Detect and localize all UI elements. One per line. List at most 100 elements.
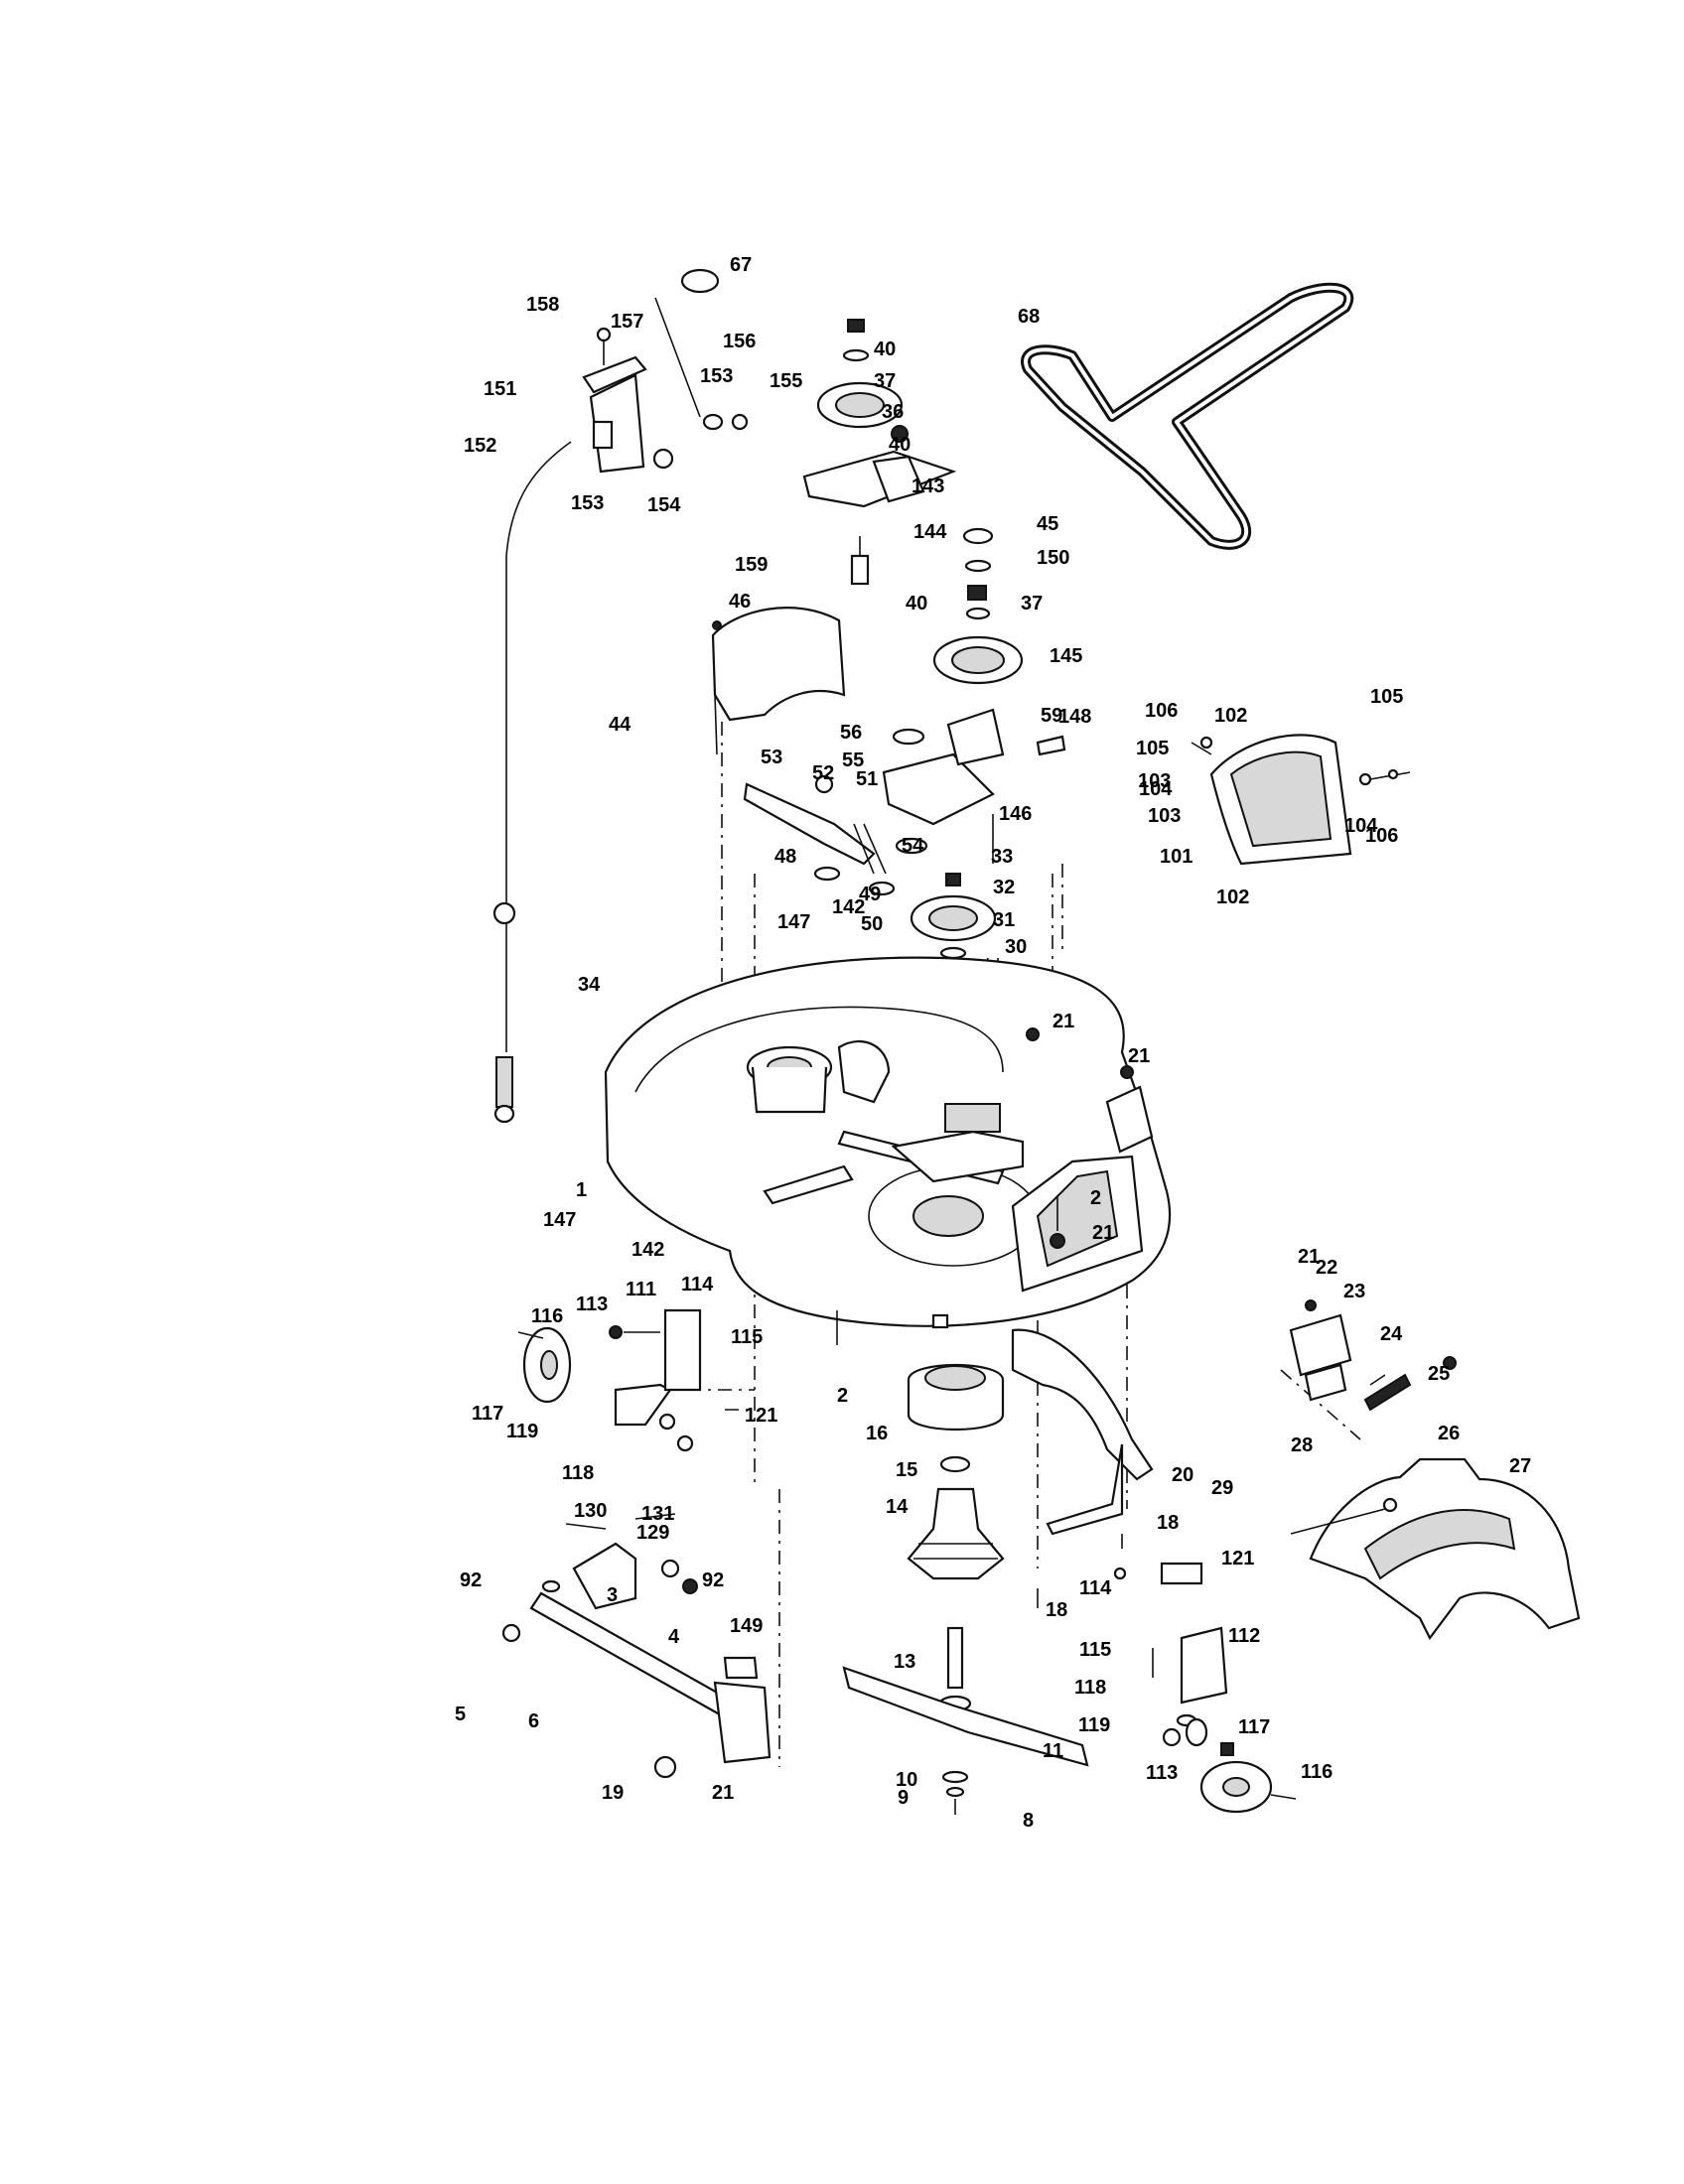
callout-121: 121 (745, 1405, 777, 1427)
callout-33: 33 (991, 846, 1013, 868)
callout-54: 54 (902, 835, 924, 857)
callout-55: 55 (842, 750, 864, 771)
callout-32: 32 (993, 877, 1015, 898)
callout-51: 51 (856, 768, 878, 790)
callout-118: 118 (1074, 1677, 1106, 1699)
callout-152: 152 (464, 435, 496, 457)
callout-30: 30 (1005, 936, 1027, 958)
mower-deck (604, 956, 1172, 1345)
callout-143: 143 (912, 476, 944, 497)
callout-37: 37 (874, 370, 896, 392)
callout-130: 130 (574, 1500, 607, 1522)
discharge-chute-assembly (1289, 1299, 1581, 1641)
callout-118: 118 (562, 1462, 594, 1484)
callout-131: 131 (641, 1503, 674, 1525)
callout-146: 146 (999, 803, 1032, 825)
callout-104: 104 (1139, 778, 1173, 800)
drive-belt (1021, 282, 1354, 550)
callout-147: 147 (777, 911, 810, 933)
callout-9: 9 (898, 1787, 909, 1809)
callout-129: 129 (636, 1522, 669, 1544)
callout-147: 147 (543, 1209, 576, 1231)
callout-106: 106 (1145, 700, 1178, 722)
callout-36: 36 (882, 401, 904, 423)
callout-21: 21 (1052, 1011, 1074, 1032)
control-cable (492, 441, 572, 1124)
callout-4: 4 (668, 1626, 680, 1648)
callout-113: 113 (1146, 1762, 1178, 1784)
callout-114: 114 (681, 1274, 714, 1296)
callout-6: 6 (528, 1710, 539, 1732)
callout-111: 111 (626, 1279, 656, 1300)
callout-115: 115 (1079, 1639, 1111, 1661)
callout-158: 158 (526, 294, 559, 316)
callout-156: 156 (723, 331, 756, 352)
callout-105: 105 (1136, 738, 1169, 759)
callout-16: 16 (866, 1423, 888, 1444)
callout-18: 18 (1046, 1599, 1067, 1621)
callout-105: 105 (1370, 686, 1403, 708)
callout-153: 153 (571, 492, 604, 514)
callout-22: 22 (1316, 1257, 1337, 1279)
callout-117: 117 (472, 1403, 503, 1425)
callout-2: 2 (1090, 1187, 1101, 1209)
callout-8: 8 (1023, 1810, 1034, 1832)
callout-11: 11 (1043, 1740, 1063, 1762)
idler-arm-assembly (743, 708, 1066, 896)
callout-116: 116 (531, 1305, 563, 1327)
callout-31: 31 (993, 909, 1015, 931)
callout-21: 21 (1128, 1045, 1150, 1067)
callout-29: 29 (1211, 1477, 1233, 1499)
callout-151: 151 (484, 378, 516, 400)
callout-92: 92 (460, 1570, 482, 1591)
callout-21: 21 (712, 1782, 734, 1804)
callout-25: 25 (1428, 1363, 1450, 1385)
callout-14: 14 (886, 1496, 909, 1518)
callout-49: 49 (859, 884, 881, 905)
idler-pulley-top (802, 319, 957, 586)
callout-50: 50 (861, 913, 883, 935)
callout-106: 106 (1365, 825, 1398, 847)
callout-40: 40 (906, 593, 927, 614)
callout-102: 102 (1216, 887, 1249, 908)
callout-150: 150 (1037, 547, 1069, 569)
callout-159: 159 (735, 554, 768, 576)
callout-104: 104 (1344, 815, 1378, 837)
callout-21: 21 (1092, 1222, 1114, 1244)
callout-34: 34 (578, 974, 601, 996)
callout-18: 18 (1157, 1512, 1179, 1534)
callout-115: 115 (731, 1326, 763, 1348)
callout-10: 10 (896, 1769, 917, 1791)
callout-40: 40 (874, 339, 896, 360)
callout-112: 112 (1228, 1625, 1260, 1647)
callout-37: 37 (1021, 593, 1043, 614)
belt-guard (711, 607, 846, 755)
callout-153: 153 (700, 365, 733, 387)
spindle-assembly (842, 1363, 1089, 1815)
callout-113: 113 (576, 1294, 608, 1315)
callout-44: 44 (609, 714, 632, 736)
callout-13: 13 (894, 1651, 915, 1673)
gauge-wheel-left (517, 1308, 702, 1452)
callout-101: 101 (1160, 846, 1193, 868)
callout-142: 142 (632, 1239, 664, 1261)
callout-20: 20 (1172, 1464, 1193, 1486)
callout-145: 145 (1050, 645, 1082, 667)
callout-5: 5 (455, 1704, 466, 1725)
callout-1: 1 (576, 1179, 587, 1201)
callout-3: 3 (607, 1584, 618, 1606)
callout-114: 114 (1079, 1577, 1112, 1599)
callout-23: 23 (1343, 1281, 1365, 1302)
callout-24: 24 (1380, 1323, 1403, 1345)
callout-52: 52 (812, 762, 834, 784)
mulch-cover (1191, 734, 1411, 866)
callout-117: 117 (1238, 1716, 1270, 1738)
gauge-wheel-right (1152, 1626, 1297, 1814)
lift-bracket-assembly (582, 268, 749, 474)
callout-68: 68 (1018, 306, 1040, 328)
callout-121: 121 (1221, 1548, 1254, 1570)
callout-92: 92 (702, 1570, 724, 1591)
callout-119: 119 (1078, 1714, 1110, 1736)
